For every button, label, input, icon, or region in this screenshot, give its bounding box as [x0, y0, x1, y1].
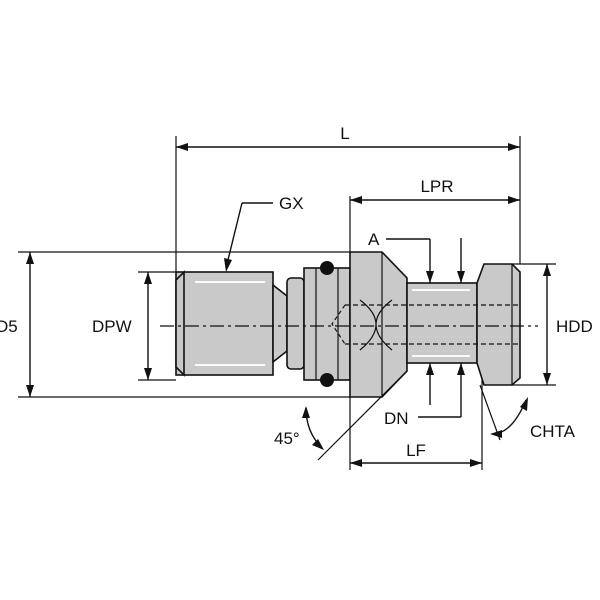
angle-45: 45° — [274, 370, 408, 461]
dimension-d5: D5 — [0, 251, 350, 398]
label-lf: LF — [406, 441, 426, 460]
label-dn: DN — [384, 409, 409, 428]
internal-bore — [331, 299, 520, 351]
pull-neck — [406, 282, 478, 364]
label-d5: D5 — [0, 317, 18, 336]
label-angle: 45° — [274, 429, 300, 448]
collar — [303, 267, 351, 381]
dimension-dpw: DPW — [92, 271, 176, 381]
leader-a: A — [368, 230, 434, 405]
label-a: A — [368, 230, 380, 249]
thread-chamfer-left — [175, 270, 185, 377]
pull-stud-body — [175, 251, 521, 398]
label-chta: CHTA — [530, 422, 576, 441]
label-dpw: DPW — [92, 317, 132, 336]
leader-dn: DN — [384, 409, 461, 428]
angle-chta: CHTA — [479, 384, 576, 441]
dimension-l: L — [175, 124, 521, 272]
o-ring-bottom — [320, 373, 334, 387]
label-lpr: LPR — [420, 177, 453, 196]
dimension-lf: LF — [349, 380, 483, 470]
flange — [349, 251, 408, 398]
o-ring-top — [320, 261, 334, 275]
relief-groove — [272, 283, 288, 364]
shank-neck — [286, 277, 305, 370]
neck-arrows — [457, 238, 465, 417]
label-gx: GX — [279, 194, 304, 213]
label-hdd: HDD — [556, 317, 593, 336]
pull-head — [476, 263, 521, 386]
label-l: L — [340, 124, 349, 143]
leader-gx: GX — [224, 194, 304, 272]
dimension-hdd: HDD — [512, 263, 593, 386]
threaded-shank — [175, 271, 274, 376]
dimension-lpr: LPR — [349, 177, 520, 252]
